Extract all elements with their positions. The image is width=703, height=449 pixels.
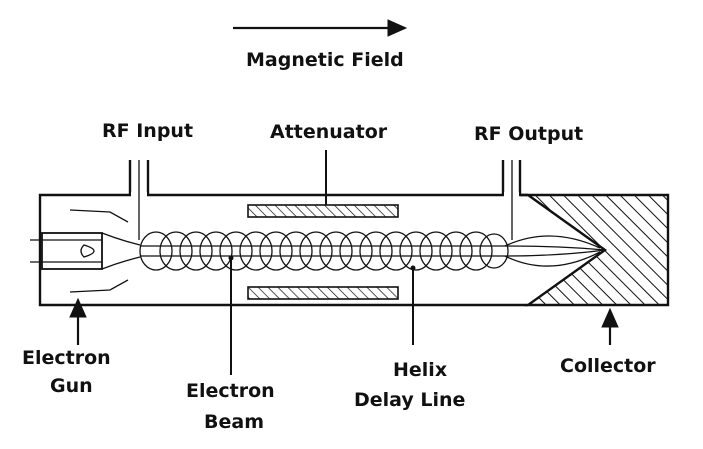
tube-body xyxy=(38,160,528,307)
electron-gun-label-line2: Gun xyxy=(50,375,93,397)
attenuator-upper xyxy=(247,204,399,218)
helix-delay-line xyxy=(139,231,509,271)
electron-beam-label-line2: Beam xyxy=(204,411,264,433)
helix-label-line1: Helix xyxy=(393,359,447,381)
electron-gun-label-line1: Electron xyxy=(22,347,111,369)
collector-label: Collector xyxy=(560,355,656,377)
magnetic-field-label: Magnetic Field xyxy=(246,49,404,71)
electron-gun xyxy=(30,209,141,293)
electron-beam xyxy=(140,235,606,267)
electron-beam-label-line1: Electron xyxy=(186,380,275,402)
helix-label-line2: Delay Line xyxy=(354,389,465,411)
rf-output-label: RF Output xyxy=(474,123,583,145)
collector-block xyxy=(520,193,670,307)
attenuator-label: Attenuator xyxy=(270,121,388,143)
rf-input-label: RF Input xyxy=(102,120,193,142)
attenuator-lower xyxy=(247,286,399,300)
